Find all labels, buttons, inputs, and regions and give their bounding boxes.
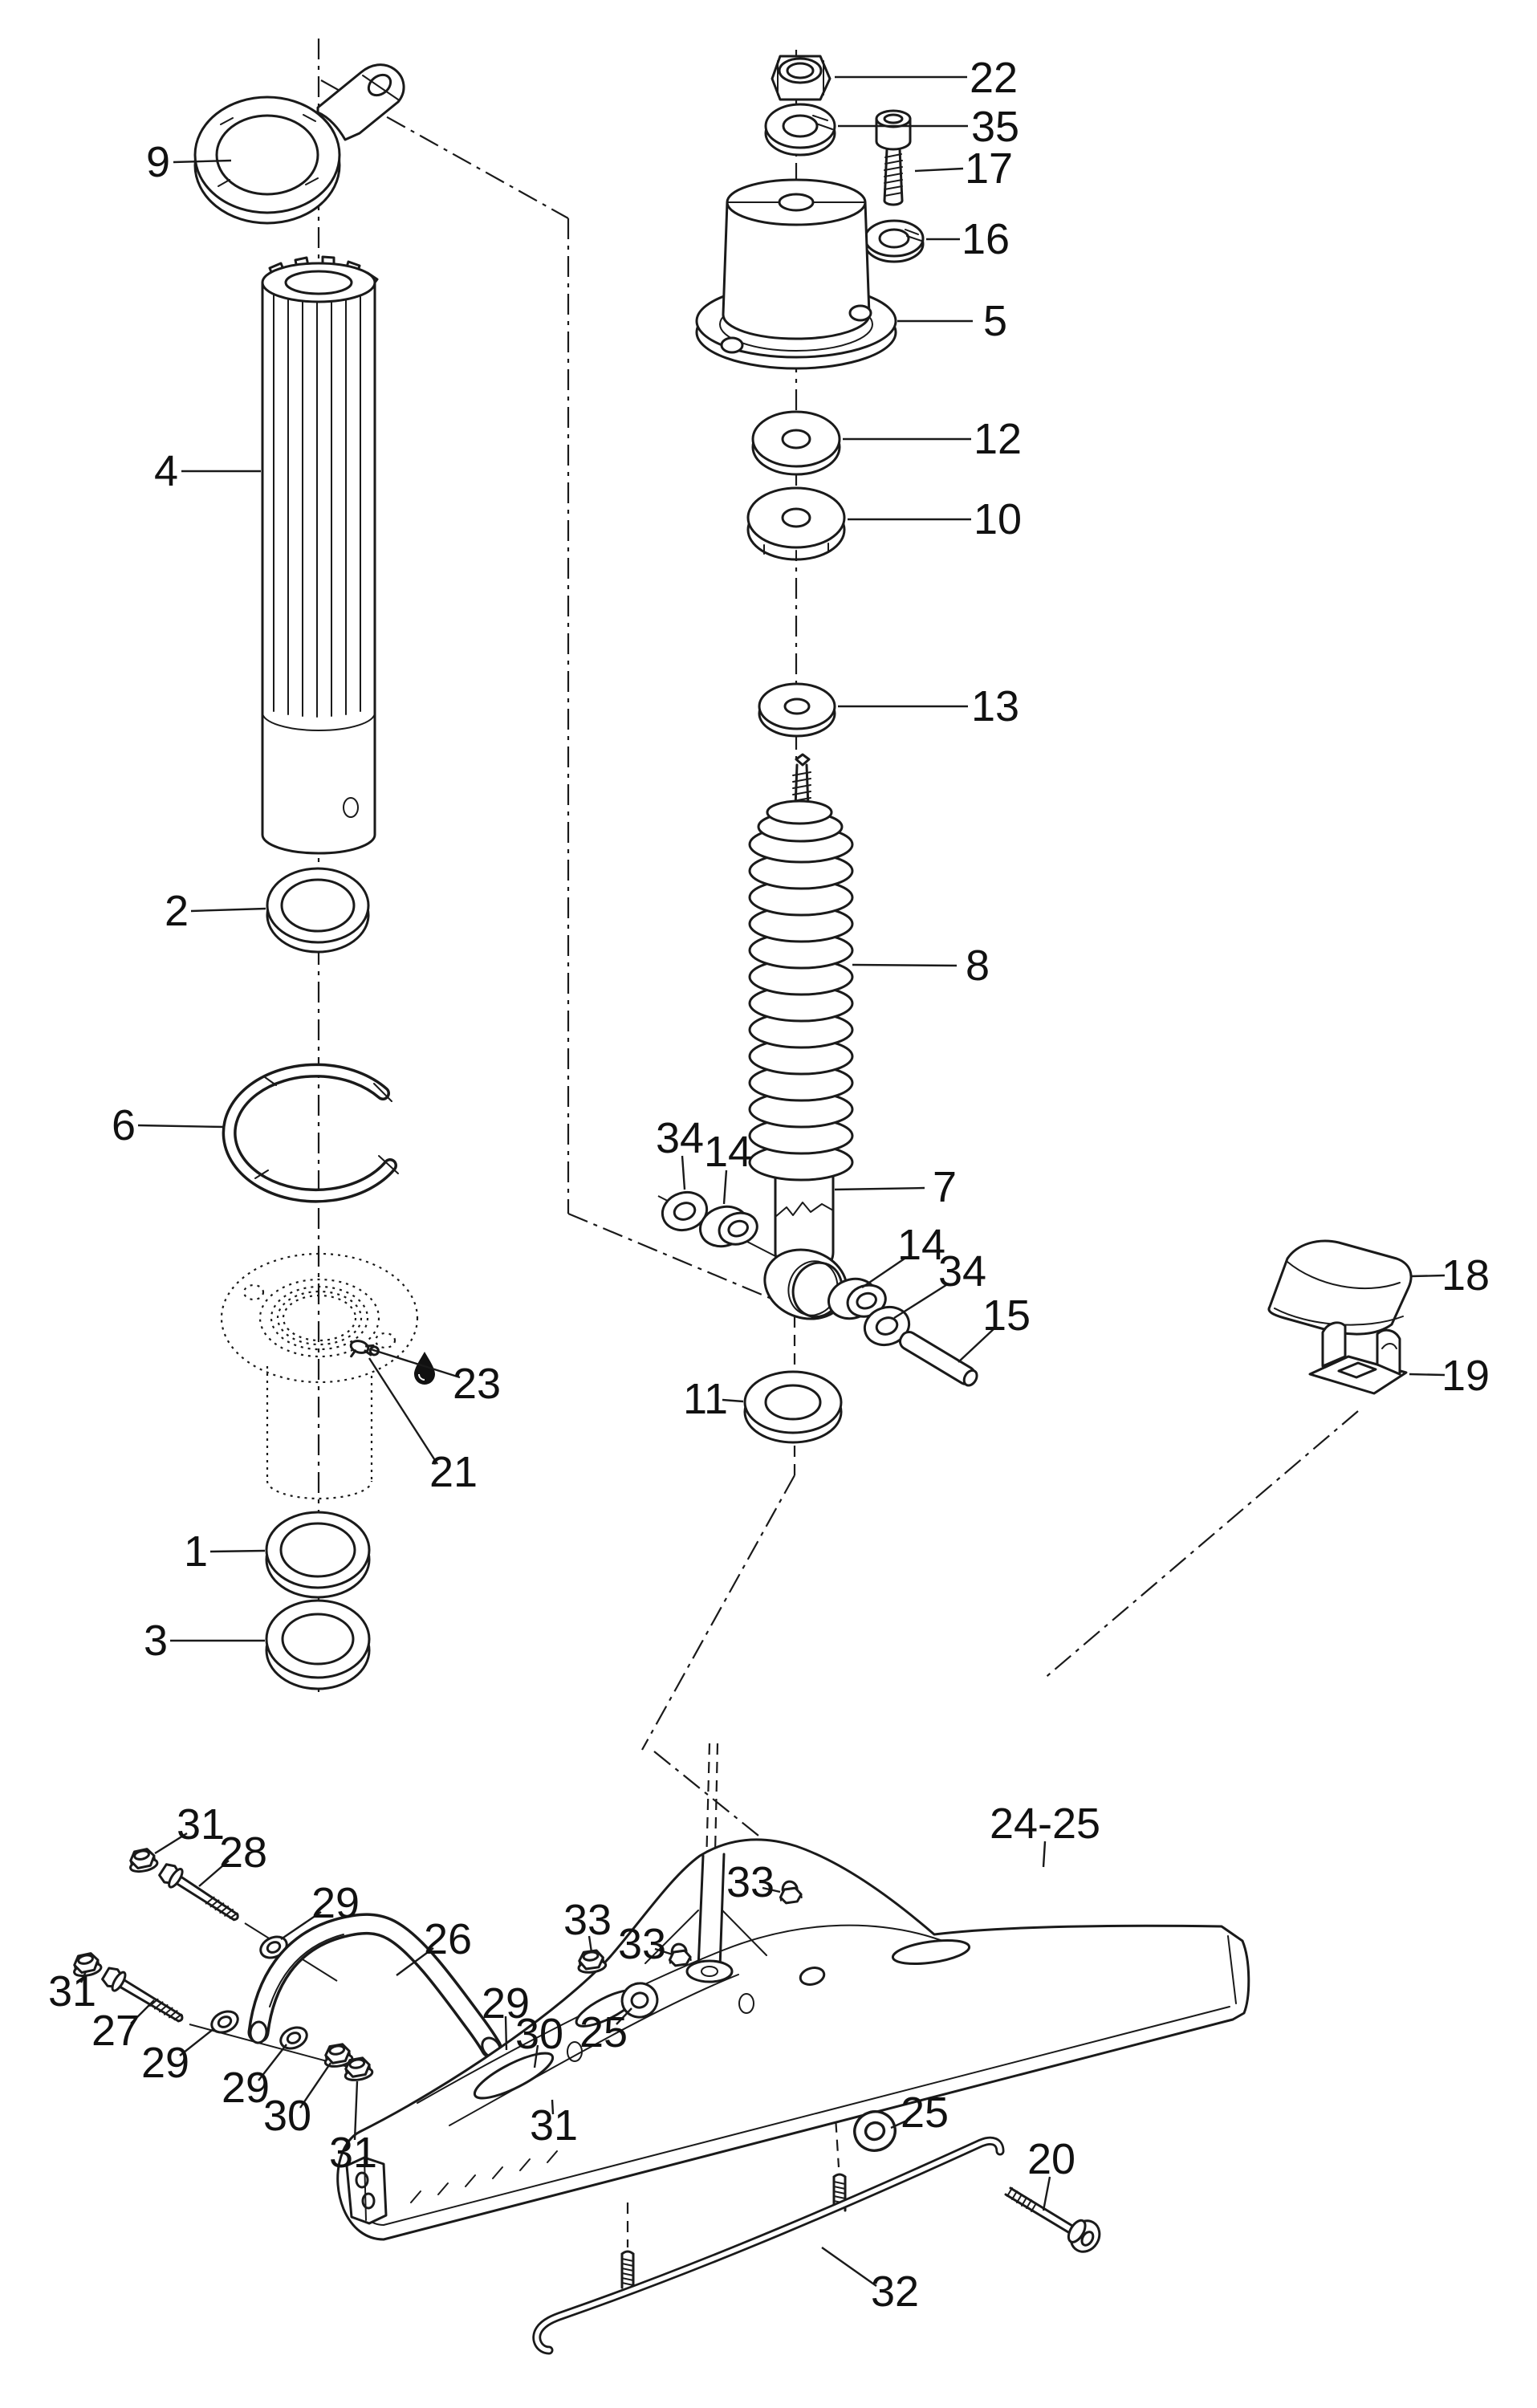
part-4-splined-bushing — [261, 255, 379, 855]
callout-25-rear: 25 — [901, 2089, 949, 2137]
part-33-nut-left — [575, 1948, 608, 1975]
callout-24-25: 24-25 — [990, 1800, 1100, 1848]
callout-14-left: 14 — [704, 1128, 752, 1176]
part-14-bushing-right — [827, 1277, 887, 1320]
callout-16: 16 — [962, 215, 1010, 263]
callout-14-right: 14 — [897, 1221, 945, 1269]
callout-32: 32 — [871, 2268, 919, 2316]
callout-31-d: 31 — [530, 2101, 578, 2150]
leader-lines — [79, 75, 1446, 2287]
callout-22: 22 — [970, 54, 1018, 102]
part-11-washer — [743, 1370, 843, 1444]
callout-8: 8 — [966, 942, 990, 990]
part-19-clip — [1308, 1321, 1408, 1395]
part-2-bearing-ring — [266, 867, 370, 954]
callout-30-d: 30 — [515, 2010, 563, 2058]
part-1-bearing-ring — [265, 1511, 371, 1599]
ref-spindle-housing-phantom — [220, 1252, 419, 1500]
part-18-rubber-pad — [1267, 1239, 1413, 1336]
callout-6: 6 — [112, 1101, 136, 1149]
part-9-steering-arm — [193, 63, 405, 225]
part-29-washer-c — [276, 2022, 311, 2054]
runner-stud-front — [620, 2250, 635, 2289]
part-14-bushing-left — [699, 1205, 758, 1248]
callout-31-b: 31 — [48, 1967, 96, 2015]
callout-31-c: 31 — [329, 2129, 377, 2177]
callout-25-front: 25 — [579, 2008, 628, 2056]
callout-30-c: 30 — [263, 2092, 311, 2140]
part-16-lock-washer — [864, 219, 925, 263]
callout-19: 19 — [1441, 1352, 1490, 1400]
part-10-spring-cap — [746, 486, 846, 561]
part-5-bushing-housing — [695, 178, 897, 370]
callout-26: 26 — [424, 1915, 472, 1963]
part-22-hex-nut — [771, 55, 832, 101]
callout-20: 20 — [1027, 2135, 1075, 2183]
callout-21: 21 — [429, 1448, 478, 1496]
part-31-nut-a — [126, 1846, 160, 1875]
callout-29-d: 29 — [482, 1979, 530, 2028]
callout-34-right: 34 — [938, 1247, 986, 1296]
part-7-shock-absorber — [763, 753, 848, 1320]
callout-33-right: 33 — [726, 1858, 775, 1906]
callout-31-a: 31 — [177, 1800, 225, 1849]
center-line-to-ski-left — [641, 1474, 795, 1751]
part-20-bolt — [1004, 2186, 1101, 2253]
callout-12: 12 — [974, 415, 1022, 463]
callout-11: 11 — [683, 1375, 728, 1423]
part-29-washer-b — [207, 2006, 242, 2038]
callout-1: 1 — [184, 1527, 208, 1576]
part-17-cap-screw — [875, 109, 912, 206]
part-8-coil-spring — [748, 799, 854, 1182]
callout-29-b: 29 — [141, 2039, 189, 2087]
callout-29-c: 29 — [222, 2064, 270, 2112]
part-3-seal-ring — [265, 1599, 371, 1690]
part-32-runner — [532, 2136, 1005, 2355]
callout-27: 27 — [91, 2007, 140, 2055]
callout-28: 28 — [219, 1828, 267, 1877]
grease-droplet-icon — [414, 1352, 435, 1385]
callout-15: 15 — [982, 1291, 1031, 1340]
callouts: 9 22 35 17 16 5 4 12 10 13 2 8 6 34 14 7… — [48, 54, 1490, 2316]
center-line-clip-to-ski — [1043, 1410, 1359, 1680]
callout-18: 18 — [1441, 1251, 1490, 1300]
callout-33-left: 33 — [563, 1896, 612, 1944]
callout-34-left: 34 — [656, 1114, 704, 1162]
callout-13: 13 — [971, 682, 1019, 730]
part-15-pin — [898, 1331, 978, 1387]
part-12-washer — [751, 410, 841, 476]
part-24-25-ski — [336, 1838, 1250, 2241]
callout-7: 7 — [933, 1163, 957, 1211]
part-35-lock-washer — [764, 103, 836, 157]
callout-35: 35 — [971, 103, 1019, 151]
callout-33-mid: 33 — [618, 1920, 666, 1968]
callout-3: 3 — [144, 1617, 168, 1665]
center-line-mid-diagonal — [567, 1212, 795, 1310]
callout-2: 2 — [165, 887, 189, 935]
callout-10: 10 — [974, 495, 1022, 543]
part-13-washer — [758, 682, 836, 738]
callout-9: 9 — [146, 138, 170, 186]
callout-5: 5 — [983, 297, 1007, 345]
callout-29-a: 29 — [311, 1879, 360, 1927]
callout-4: 4 — [154, 447, 178, 495]
callout-17: 17 — [965, 144, 1013, 193]
part-34-washer-left — [661, 1190, 709, 1232]
callout-23: 23 — [453, 1360, 501, 1408]
part-6-retaining-ring — [222, 1063, 399, 1203]
